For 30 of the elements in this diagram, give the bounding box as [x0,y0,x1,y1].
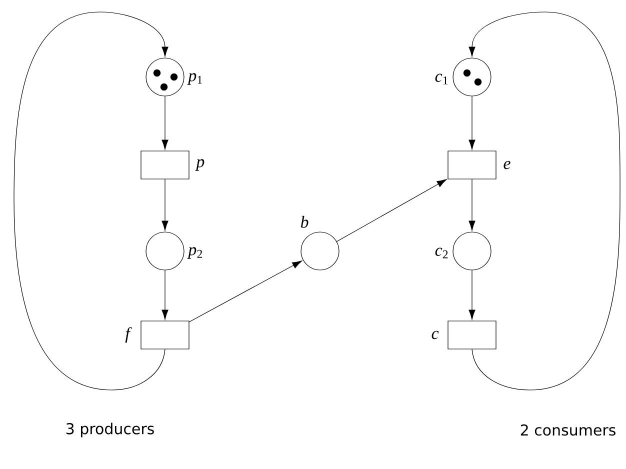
node-label: p [195,159,204,171]
place-circle [452,58,492,96]
node-label: c$_{1}$ [435,74,448,84]
transition-box [448,150,496,180]
arrow [468,96,476,150]
arrow [468,270,476,320]
node-label: c [432,330,439,340]
arrow [162,179,168,231]
arrow [468,179,476,231]
group-caption: 2 consumers [520,424,616,436]
group-caption: 3 producers [66,422,154,438]
place-circle [452,232,492,270]
node-label: p$_{1}$ [187,73,202,85]
transition-box [140,150,190,180]
arrow [468,12,620,390]
place-circle [146,232,184,270]
place-circle [146,58,184,96]
node-label: p$_{2}$ [187,247,202,259]
transition-box [140,320,190,350]
arrow [162,96,168,150]
arrow [189,260,302,322]
arrow [336,179,447,242]
transition-box [448,320,496,350]
node-label: e [504,160,510,170]
place-circle [300,232,340,270]
node-label: f [125,327,132,343]
node-label: b [300,216,308,228]
arrow [162,270,168,320]
node-label: c$_{2}$ [435,248,448,258]
arrow [14,12,168,390]
